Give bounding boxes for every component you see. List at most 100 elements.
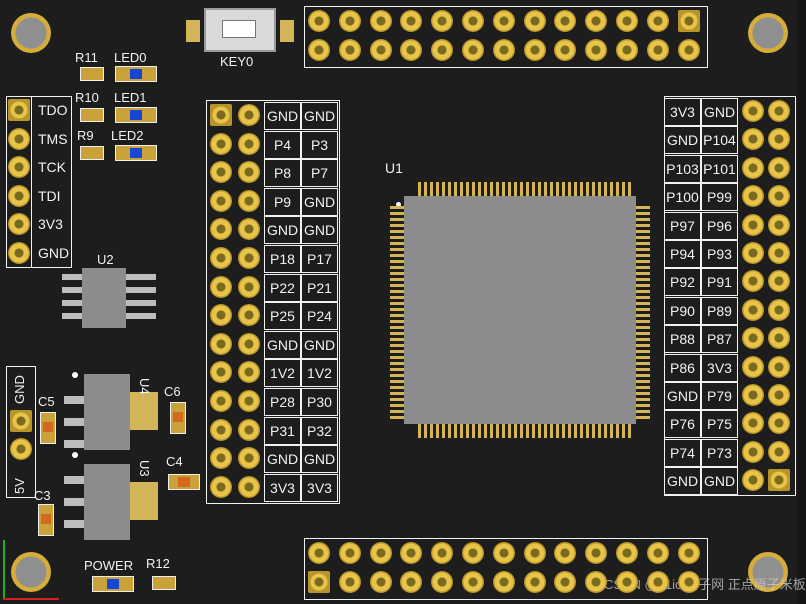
mid-header-cell: P4	[264, 130, 301, 159]
mid-header-cell: 3V3	[301, 473, 338, 502]
u1-pin	[574, 424, 577, 438]
header-pin	[462, 39, 484, 61]
right-header-cell: P90	[664, 296, 701, 325]
u1-pin	[636, 248, 650, 251]
mid-header-pin	[210, 361, 232, 384]
right-header-pin	[742, 100, 764, 122]
u1-pin	[448, 182, 451, 196]
mid-header-pin	[210, 275, 232, 298]
power-pin	[10, 438, 32, 460]
header-pin	[677, 39, 700, 61]
jtag-header-divider	[6, 96, 32, 268]
u1-pin	[418, 424, 421, 438]
right-header-cell: P92	[664, 268, 701, 297]
u1-pin	[390, 362, 404, 365]
u1-pin	[636, 398, 650, 401]
right-header-cell: P91	[701, 268, 738, 297]
u1-pin	[604, 182, 607, 196]
u1-pin	[390, 332, 404, 335]
mounting-hole	[748, 13, 788, 53]
mounting-hole	[11, 13, 51, 53]
u1-pin	[544, 424, 547, 438]
header-pin	[492, 10, 515, 32]
header-pin	[646, 10, 669, 32]
jtag-pin-label: 3V3	[38, 216, 63, 232]
mid-header-pin	[238, 390, 260, 412]
right-header-pin	[768, 327, 790, 350]
mid-header-pin	[238, 189, 260, 212]
mid-header-pin	[238, 475, 260, 498]
u2-label: U2	[97, 252, 114, 267]
right-header-cell: 3V3	[701, 353, 738, 382]
regulator-leg	[64, 476, 84, 484]
u1-pin	[390, 206, 404, 209]
mid-header-pin	[210, 218, 232, 241]
right-header-cell: GND	[701, 467, 738, 496]
jtag-pin	[8, 241, 30, 264]
gnd-pwr-label: GND	[12, 375, 27, 404]
jtag-pin-label: TCK	[38, 159, 66, 175]
header-pin	[338, 571, 361, 593]
u1-pin	[636, 308, 650, 311]
mid-header-cell: P7	[301, 159, 338, 188]
right-header-pin	[742, 469, 764, 492]
v5-label: 5V	[12, 478, 27, 494]
mid-header-cell: GND	[264, 102, 301, 130]
u2-leg	[62, 300, 82, 306]
mid-header-pin	[210, 247, 232, 269]
key0-pad	[280, 20, 294, 42]
u1-pin	[562, 424, 565, 438]
u1-pin	[636, 296, 650, 299]
u1-pin	[550, 424, 553, 438]
header-pin	[400, 571, 423, 593]
u1-pin	[472, 424, 475, 438]
right-header-cell: P75	[701, 410, 738, 439]
u1-pin	[508, 182, 511, 196]
mid-header-pin	[210, 418, 232, 441]
u1-pin	[636, 290, 650, 293]
u1-pin	[460, 424, 463, 438]
header-pin	[369, 542, 392, 564]
header-pin	[585, 39, 608, 61]
header-pin	[338, 39, 361, 61]
jtag-pin-label: GND	[38, 244, 70, 261]
u1-pin	[390, 356, 404, 359]
mid-header-cell: P28	[264, 388, 301, 416]
u1-pin	[636, 368, 650, 371]
mid-header-pin	[210, 161, 232, 184]
u1-pin	[390, 398, 404, 401]
right-header-pin	[742, 270, 764, 293]
u2-leg	[62, 274, 82, 280]
u1-pin	[390, 212, 404, 215]
u1-pin	[390, 242, 404, 245]
mid-header-cell: GND	[264, 330, 301, 359]
right-header-cell: GND	[664, 382, 701, 410]
key0-button[interactable]	[204, 8, 276, 52]
jtag-pin	[8, 184, 30, 207]
u1-pin	[484, 424, 487, 438]
regulator-leg	[64, 498, 84, 506]
mid-header-pin	[238, 304, 260, 327]
u1-pin	[520, 182, 523, 196]
right-header-cell: P88	[664, 325, 701, 354]
u1-pin	[442, 182, 445, 196]
u1-pin	[550, 182, 553, 196]
header-pin	[616, 571, 638, 593]
right-header-pin	[768, 270, 790, 293]
u1-pin	[562, 182, 565, 196]
mid-header-pin	[238, 275, 260, 298]
u1-pin	[636, 332, 650, 335]
u1-pin	[598, 424, 601, 438]
u1-pin	[636, 374, 650, 377]
mid-header-cell: GND	[301, 445, 338, 474]
mid-header-pin	[238, 104, 260, 126]
led2-led	[115, 145, 157, 161]
r11-label: R11	[75, 50, 98, 65]
right-header-cell: 3V3	[664, 98, 701, 126]
